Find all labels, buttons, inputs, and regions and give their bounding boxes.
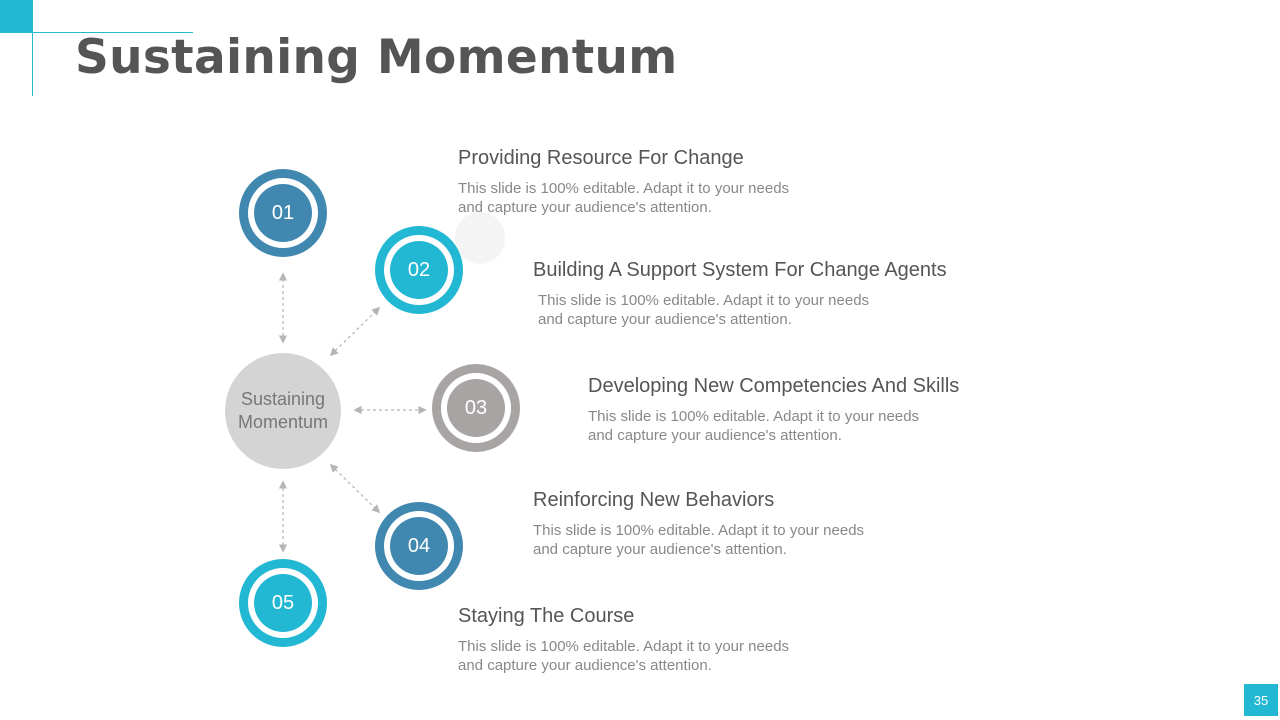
center-hub-circle: Sustaining Momentum — [225, 353, 341, 469]
step-02-ring: 02 — [375, 226, 463, 314]
step-04-heading: Reinforcing New Behaviors — [533, 489, 775, 511]
page-title: Sustaining Momentum — [75, 30, 678, 85]
corner-accent-square — [0, 0, 33, 33]
step-03-heading: Developing New Competencies And Skills — [588, 375, 960, 397]
corner-accent-line-horizontal — [33, 32, 193, 33]
step-05-number: 05 — [254, 574, 312, 632]
step-03-ring: 03 — [432, 364, 520, 452]
step-04-text: Reinforcing New Behaviors This slide is … — [533, 489, 893, 559]
step-03-text: Developing New Competencies And Skills T… — [588, 375, 959, 445]
step-01-number: 01 — [254, 184, 312, 242]
arrow-center-to-step-02 — [329, 306, 381, 357]
corner-accent-line-vertical — [32, 33, 33, 96]
step-02-text: Building A Support System For Change Age… — [533, 259, 947, 329]
step-01-description: This slide is 100% editable. Adapt it to… — [458, 180, 790, 216]
step-02-description: This slide is 100% editable. Adapt it to… — [538, 292, 870, 328]
step-03-number: 03 — [447, 379, 505, 437]
step-05-text: Staying The Course This slide is 100% ed… — [458, 605, 818, 675]
page-number-badge: 35 — [1244, 684, 1278, 716]
step-02-heading: Building A Support System For Change Age… — [533, 259, 947, 281]
step-01-ring: 01 — [239, 169, 327, 257]
step-03-description: This slide is 100% editable. Adapt it to… — [588, 408, 920, 444]
step-02-number: 02 — [390, 241, 448, 299]
step-05-heading: Staying The Course — [458, 605, 635, 627]
arrow-center-to-step-04 — [329, 463, 381, 514]
step-01-heading: Providing Resource For Change — [458, 147, 744, 169]
step-04-ring: 04 — [375, 502, 463, 590]
decorative-ghost-circle — [455, 212, 505, 264]
step-01-text: Providing Resource For Change This slide… — [458, 147, 818, 217]
step-04-description: This slide is 100% editable. Adapt it to… — [533, 522, 865, 558]
step-05-description: This slide is 100% editable. Adapt it to… — [458, 638, 790, 674]
center-hub-label: Sustaining Momentum — [237, 389, 329, 432]
step-04-number: 04 — [390, 517, 448, 575]
step-05-ring: 05 — [239, 559, 327, 647]
